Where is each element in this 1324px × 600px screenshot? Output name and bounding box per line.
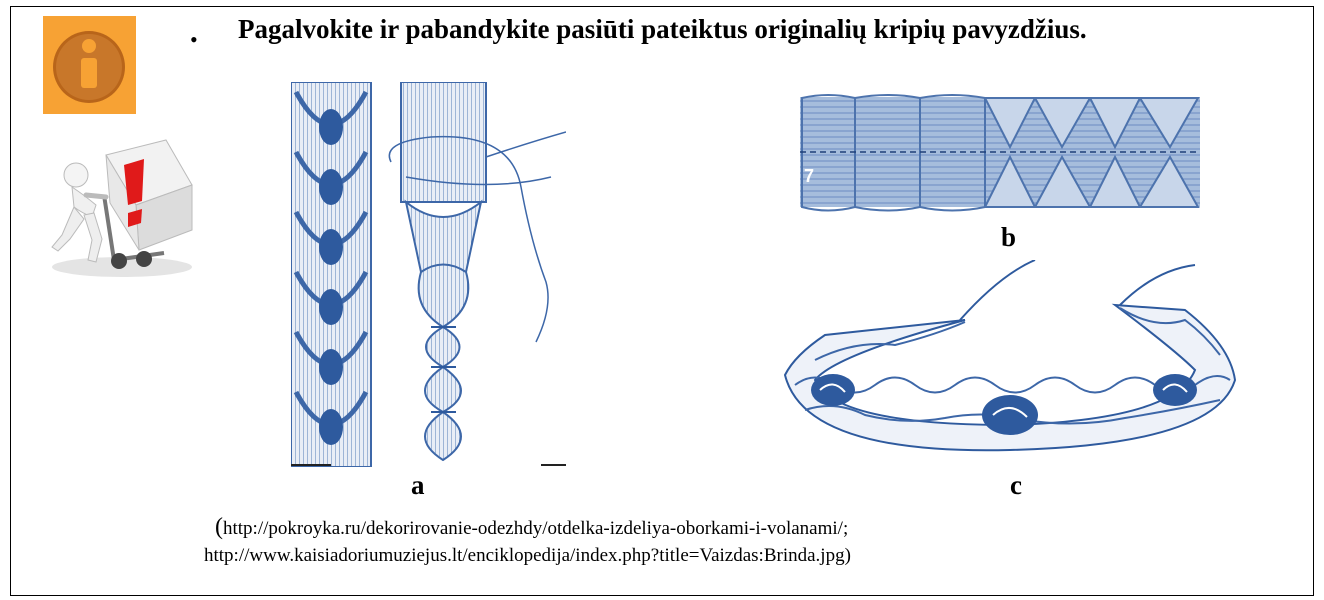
figure-b-illustration: 7: [800, 92, 1200, 212]
bullet-point: •: [190, 29, 198, 51]
source-url-2: http://www.kaisiadoriumuziejus.lt/encikl…: [204, 545, 851, 567]
source-open-paren: (: [215, 514, 223, 540]
source-url-1: http://pokroyka.ru/dekorirovanie-odezhdy…: [223, 518, 848, 539]
figure-b-label: b: [1001, 222, 1016, 253]
figure-c-illustration: [775, 260, 1245, 465]
cart-illustration: [44, 135, 199, 285]
figure-c-label: c: [1010, 470, 1022, 501]
source-line-1: (http://pokroyka.ru/dekorirovanie-odezhd…: [215, 514, 848, 541]
info-icon: [43, 16, 136, 114]
figure-a-label: a: [411, 470, 425, 501]
instruction-heading: Pagalvokite ir pabandykite pasiūti patei…: [238, 14, 1087, 45]
figure-a-illustration: [291, 82, 566, 467]
figure-b-number: 7: [804, 166, 814, 186]
